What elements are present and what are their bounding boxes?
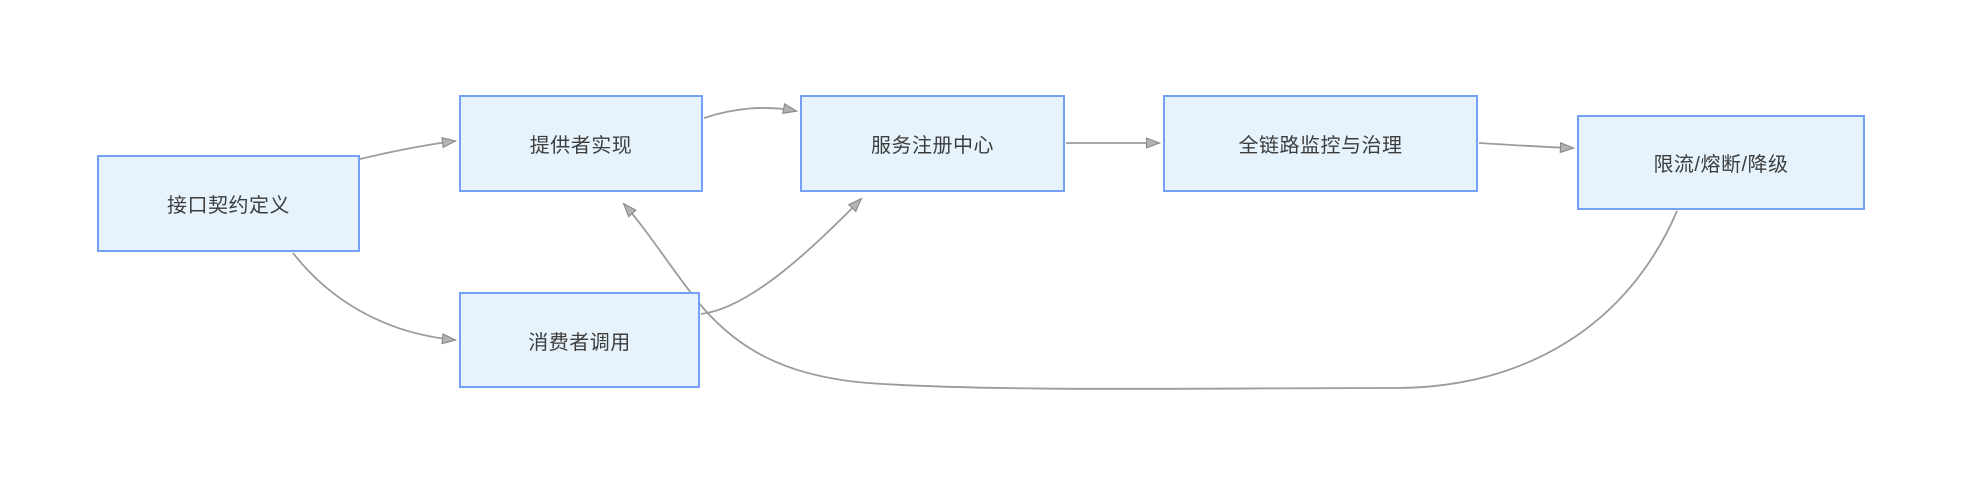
node-service-registry-label: 服务注册中心 — [871, 135, 994, 157]
node-service-registry[interactable]: 服务注册中心 — [800, 95, 1065, 192]
node-consumer-invocation-label: 消费者调用 — [528, 331, 631, 354]
node-interface-contract[interactable]: 接口契约定义 — [97, 155, 360, 252]
node-fulllink-monitoring[interactable]: 全链路监控与治理 — [1163, 95, 1478, 192]
edge-consumer-to-registry — [700, 197, 863, 315]
node-provider-implementation-label: 提供者实现 — [529, 135, 633, 157]
node-ratelimit-circuitbreak-degrade[interactable]: 限流/熔断/降级 — [1577, 115, 1865, 210]
edge-monitor-to-limit — [1478, 141, 1576, 154]
node-interface-contract-label: 接口契约定义 — [167, 195, 290, 217]
edge-contract-to-consumer — [292, 252, 458, 345]
edge-contract-to-provider — [359, 137, 458, 160]
node-provider-implementation[interactable]: 提供者实现 — [459, 95, 703, 192]
node-consumer-invocation[interactable]: 消费者调用 — [459, 292, 700, 388]
node-fulllink-monitoring-label: 全链路监控与治理 — [1238, 135, 1403, 157]
edge-limit-to-provider — [622, 202, 1678, 390]
edge-provider-to-registry — [703, 102, 799, 119]
node-ratelimit-circuitbreak-degrade-label: 限流/熔断/降级 — [1653, 154, 1789, 176]
